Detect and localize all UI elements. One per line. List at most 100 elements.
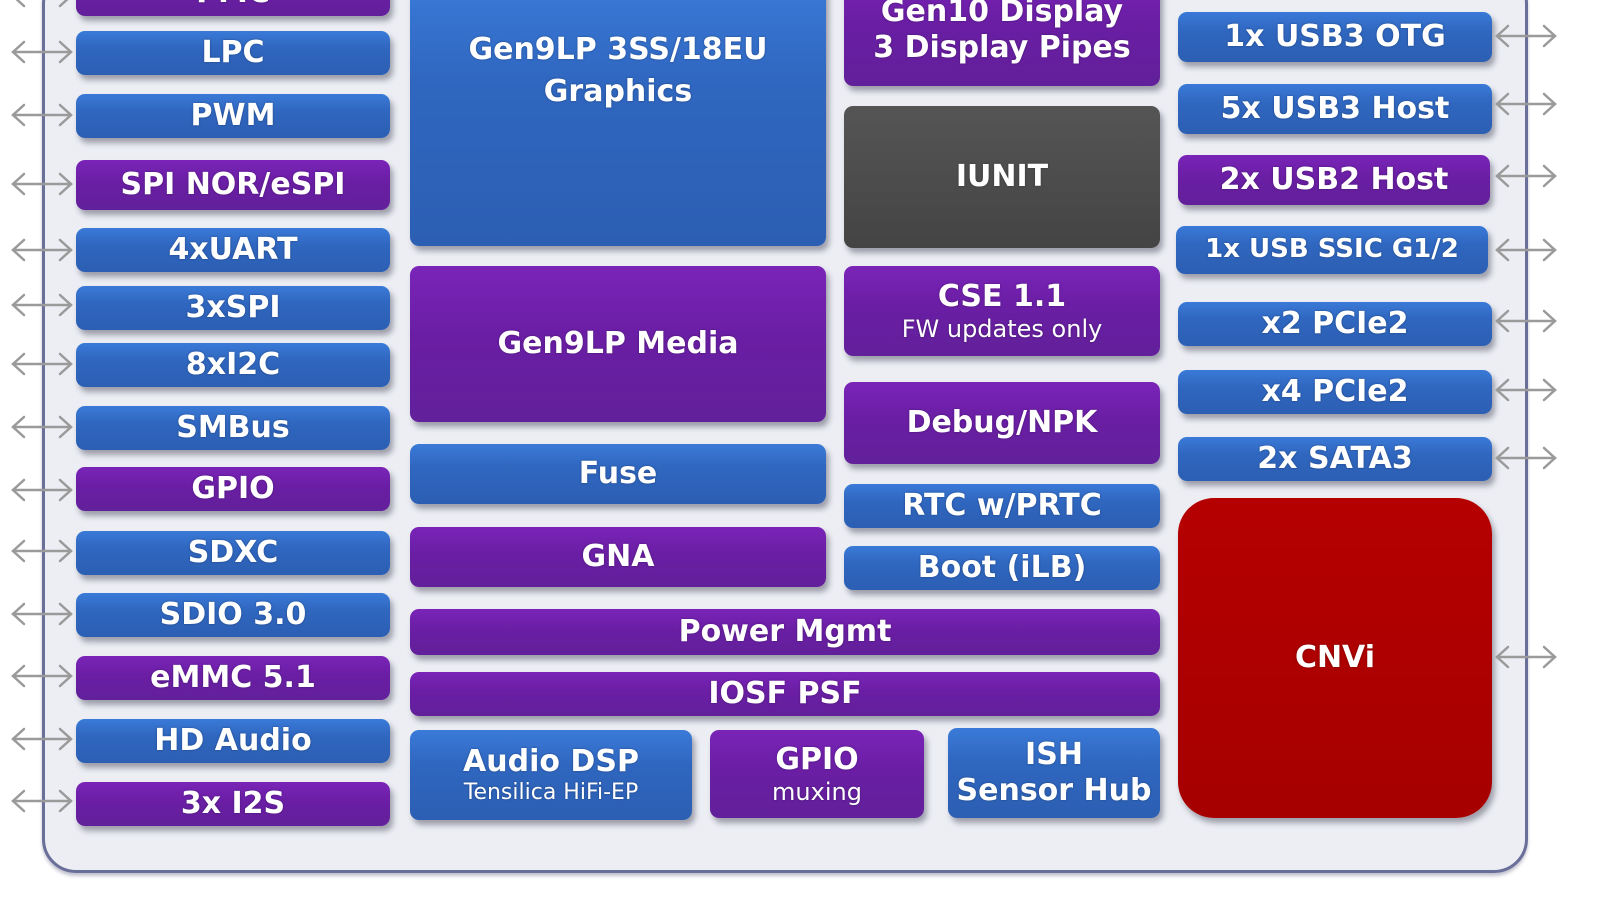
bidirectional-arrow-icon <box>10 663 74 689</box>
bidirectional-arrow-icon <box>10 102 74 128</box>
block-label: Debug/NPK <box>906 405 1098 440</box>
block-pwm[interactable]: PWM <box>76 94 390 138</box>
block-label: SPI NOR/eSPI <box>120 167 346 202</box>
block-boot[interactable]: Boot (iLB) <box>844 546 1160 590</box>
block-label: 2x USB2 Host <box>1219 162 1449 197</box>
block-label: SMBus <box>176 410 290 445</box>
bidirectional-arrow-icon <box>1494 308 1558 334</box>
block-pmc[interactable]: PMC <box>76 0 390 16</box>
block-sublabel: Graphics <box>543 74 693 109</box>
block-label: eMMC 5.1 <box>150 660 316 695</box>
block-label: CSE 1.1 <box>937 278 1067 314</box>
block-label: CNVi <box>1294 640 1376 675</box>
bidirectional-arrow-icon <box>10 39 74 65</box>
block-8xi2c[interactable]: 8xI2C <box>76 343 390 387</box>
block-label: 3xSPI <box>185 290 281 325</box>
block-label: 5x USB3 Host <box>1220 91 1450 126</box>
block-display[interactable]: Gen10 Display 3 Display Pipes <box>844 0 1160 86</box>
block-x2-pcie2[interactable]: x2 PCIe2 <box>1178 302 1492 346</box>
block-media[interactable]: Gen9LP Media <box>410 266 826 422</box>
block-hd-audio[interactable]: HD Audio <box>76 719 390 763</box>
block-sata3[interactable]: 2x SATA3 <box>1178 437 1492 481</box>
block-x4-pcie2[interactable]: x4 PCIe2 <box>1178 370 1492 414</box>
block-label: 2x SATA3 <box>1257 441 1413 476</box>
block-label: Gen9LP 3SS/18EU <box>468 32 768 67</box>
bidirectional-arrow-icon <box>10 538 74 564</box>
block-label: 1x USB3 OTG <box>1224 19 1446 54</box>
bidirectional-arrow-icon <box>1494 91 1558 117</box>
block-sublabel: Tensilica HiFi-EP <box>463 779 639 805</box>
block-label: GPIO <box>191 471 275 506</box>
bidirectional-arrow-icon <box>10 414 74 440</box>
block-iunit[interactable]: IUNIT <box>844 106 1160 248</box>
bidirectional-arrow-icon <box>1494 377 1558 403</box>
block-label: GNA <box>581 539 655 574</box>
block-label: 8xI2C <box>185 347 281 382</box>
block-usb2-host[interactable]: 2x USB2 Host <box>1178 155 1490 205</box>
bidirectional-arrow-icon <box>10 0 74 9</box>
bidirectional-arrow-icon <box>10 351 74 377</box>
block-debug-npk[interactable]: Debug/NPK <box>844 382 1160 464</box>
block-label: 3x I2S <box>180 786 286 821</box>
block-label: PWM <box>190 98 276 133</box>
bidirectional-arrow-icon <box>1494 644 1558 670</box>
block-sdxc[interactable]: SDXC <box>76 531 390 575</box>
block-graphics[interactable]: Gen9LP 3SS/18EU Graphics <box>410 0 826 246</box>
block-usb3-host[interactable]: 5x USB3 Host <box>1178 84 1492 134</box>
bidirectional-arrow-icon <box>1494 163 1558 189</box>
block-sublabel: Sensor Hub <box>956 773 1152 808</box>
block-label: Gen9LP Media <box>497 326 739 361</box>
block-label: SDXC <box>187 535 279 570</box>
block-fuse[interactable]: Fuse <box>410 444 826 504</box>
block-label: PMC <box>196 0 270 11</box>
block-label: IOSF PSF <box>708 676 862 711</box>
bidirectional-arrow-icon <box>10 601 74 627</box>
block-smbus[interactable]: SMBus <box>76 406 390 450</box>
block-audio-dsp[interactable]: Audio DSP Tensilica HiFi-EP <box>410 730 692 820</box>
block-label: LPC <box>201 35 265 70</box>
block-label: Fuse <box>578 456 658 491</box>
block-label: SDIO 3.0 <box>159 597 307 632</box>
block-label: IUNIT <box>955 159 1049 194</box>
block-label: Audio DSP <box>463 743 639 779</box>
block-cse[interactable]: CSE 1.1 FW updates only <box>844 266 1160 356</box>
bidirectional-arrow-icon <box>10 788 74 814</box>
block-3xspi[interactable]: 3xSPI <box>76 286 390 330</box>
bidirectional-arrow-icon <box>10 726 74 752</box>
block-label: 1x USB SSIC G1/2 <box>1205 234 1459 265</box>
block-usb-ssic[interactable]: 1x USB SSIC G1/2 <box>1176 226 1488 274</box>
block-label: x2 PCIe2 <box>1261 306 1409 341</box>
bidirectional-arrow-icon <box>10 171 74 197</box>
block-sublabel: FW updates only <box>901 314 1103 343</box>
block-label: 4xUART <box>168 232 298 267</box>
block-emmc[interactable]: eMMC 5.1 <box>76 656 390 700</box>
block-power-mgmt[interactable]: Power Mgmt <box>410 609 1160 655</box>
block-label: ISH <box>1025 737 1083 772</box>
block-4xuart[interactable]: 4xUART <box>76 228 390 272</box>
block-label: GPIO <box>775 741 859 777</box>
block-spi-nor-espi[interactable]: SPI NOR/eSPI <box>76 160 390 210</box>
block-label: Gen10 Display <box>880 0 1124 29</box>
block-lpc[interactable]: LPC <box>76 31 390 75</box>
block-rtc[interactable]: RTC w/PRTC <box>844 484 1160 528</box>
block-label: Boot (iLB) <box>917 550 1087 585</box>
block-gpio-muxing[interactable]: GPIO muxing <box>710 730 924 818</box>
block-3x-i2s[interactable]: 3x I2S <box>76 782 390 826</box>
bidirectional-arrow-icon <box>10 237 74 263</box>
block-gpio[interactable]: GPIO <box>76 467 390 511</box>
bidirectional-arrow-icon <box>1494 237 1558 263</box>
block-sdio[interactable]: SDIO 3.0 <box>76 593 390 637</box>
block-ish[interactable]: ISH Sensor Hub <box>948 728 1160 818</box>
bidirectional-arrow-icon <box>1494 23 1558 49</box>
block-gna[interactable]: GNA <box>410 527 826 587</box>
bidirectional-arrow-icon <box>1494 445 1558 471</box>
block-cnvi[interactable]: CNVi <box>1178 498 1492 818</box>
block-usb3-otg[interactable]: 1x USB3 OTG <box>1178 12 1492 62</box>
bidirectional-arrow-icon <box>10 477 74 503</box>
block-label: Power Mgmt <box>678 614 892 649</box>
block-iosf-psf[interactable]: IOSF PSF <box>410 672 1160 716</box>
block-label: HD Audio <box>154 723 312 758</box>
block-label: x4 PCIe2 <box>1261 374 1409 409</box>
block-sublabel: 3 Display Pipes <box>873 30 1131 65</box>
block-sublabel: muxing <box>772 777 862 806</box>
